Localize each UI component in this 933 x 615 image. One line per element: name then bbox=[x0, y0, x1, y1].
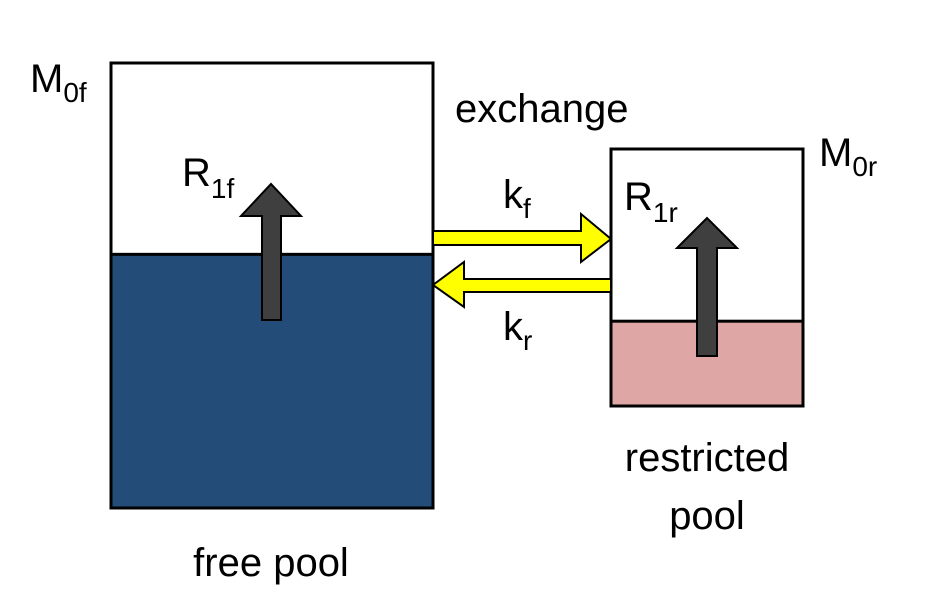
restricted-pool-label-line1: restricted bbox=[625, 436, 790, 480]
exchange-label: exchange bbox=[455, 87, 628, 131]
restricted-pool-label-line2: pool bbox=[669, 494, 745, 538]
kr-label: kr bbox=[503, 305, 532, 356]
free-pool-label: free pool bbox=[193, 541, 349, 585]
r1f-relaxation-arrow bbox=[238, 182, 304, 321]
restricted-pool-box bbox=[609, 147, 805, 408]
m0f-label: M0f bbox=[30, 57, 87, 108]
kr-exchange-arrow bbox=[431, 260, 612, 309]
r1f-label: R1f bbox=[182, 151, 234, 204]
kf-exchange-arrow bbox=[432, 211, 613, 265]
m0r-label: M0r bbox=[819, 131, 877, 182]
r1r-relaxation-arrow bbox=[674, 216, 740, 357]
kf-label: kf bbox=[503, 173, 531, 224]
r1r-label: R1r bbox=[624, 175, 678, 228]
